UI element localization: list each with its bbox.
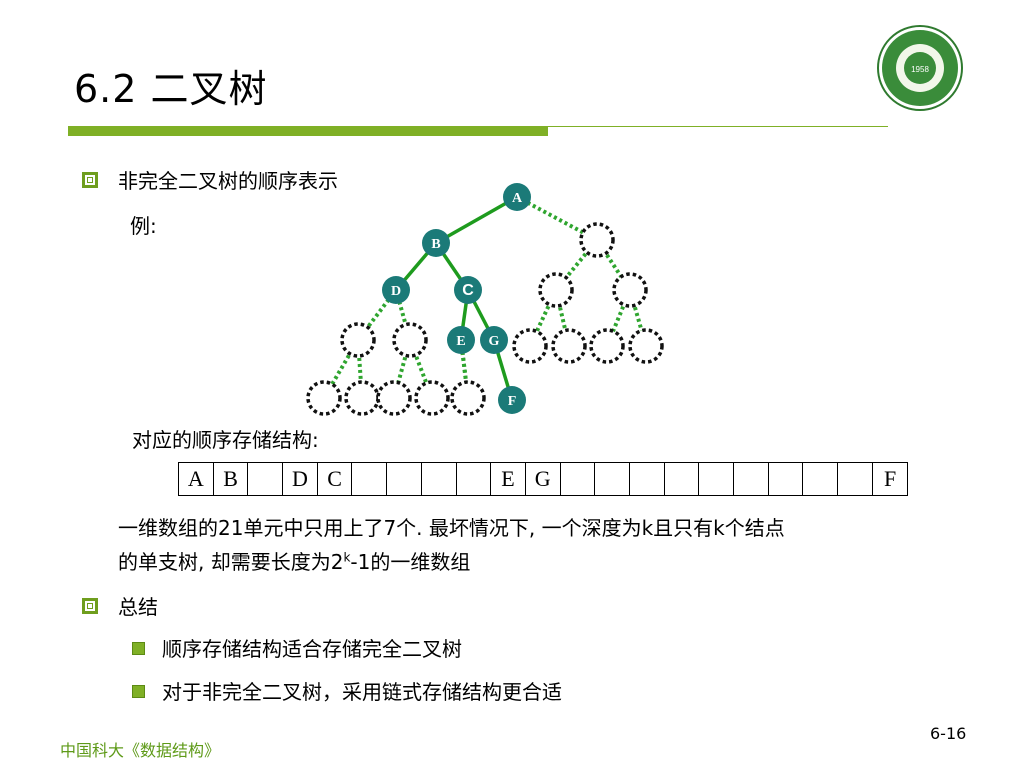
storage-cell [699,463,734,495]
tree-empty-node [306,380,342,416]
storage-cell: C [318,463,353,495]
tree-edge-virtual [408,339,434,399]
tree-empty-node [551,328,587,364]
summary-item: 顺序存储结构适合存储完全二叉树 [162,637,462,661]
tree-empty-node [589,328,625,364]
tree-node-label: C [462,282,474,299]
title-underline-thick [68,126,548,136]
sub-bullet-icon [132,642,145,655]
title-underline-thin [548,126,888,127]
storage-cell [422,463,457,495]
tree-empty-node [612,272,648,308]
storage-cell [561,463,596,495]
storage-cell [838,463,873,495]
storage-cell [248,463,284,495]
tree-node-c [454,276,482,304]
page-number: 6-16 [930,724,967,743]
bullet-icon [82,172,98,188]
description-line-2: 的单支树, 却需要长度为2k-1的一维数组 [118,550,471,574]
tree-edge-virtual [528,289,558,347]
storage-cell: B [214,463,249,495]
storage-cell: F [883,466,897,491]
tree-edge-virtual [356,288,398,342]
summary-item: 对于非完全二叉树，采用链式存储结构更合适 [162,680,562,704]
storage-cell [387,463,422,495]
tree-node-label: A [512,191,523,206]
storage-cell [769,463,804,495]
section-heading-summary: 总结 [118,595,158,619]
tree-node-label: F [508,394,517,409]
tree-node-label: D [391,284,401,299]
storage-cell [457,463,492,495]
binary-tree-diagram: A B C D E G F [306,183,664,416]
tree-empty-node [579,222,615,258]
storage-cell: E [491,463,526,495]
storage-cell: D [283,463,318,495]
example-label: 例: [130,214,157,238]
tree-empty-node [450,380,486,416]
storage-cell [595,463,630,495]
storage-cell [734,463,769,495]
tree-node-g [480,326,508,354]
tree-node-label: B [431,237,440,252]
tree-node-e [447,326,475,354]
bullet-icon [82,598,98,614]
tree-edge [435,195,518,245]
tree-empty-node [512,328,548,364]
description-line-1: 一维数组的21单元中只用上了7个. 最坏情况下, 一个深度为k且只有k个结点 [118,516,785,540]
tree-empty-node [376,380,412,416]
tree-node-label: G [489,334,500,349]
storage-cell: G [526,463,561,495]
tree-node-a [503,183,531,211]
section-heading-sequential: 非完全二叉树的顺序表示 [118,169,338,193]
tree-empty-node [340,322,376,358]
storage-cell [352,463,388,495]
tree-node-b [422,229,450,257]
storage-cell [665,463,700,495]
university-logo: 1958 [877,25,963,111]
footer-course-name: 中国科大《数据结构》 [60,741,221,760]
tree-empty-node [538,272,574,308]
tree-edge-virtual [554,238,599,292]
storage-cell [630,463,665,495]
tree-empty-node [392,322,428,358]
storage-cell [803,463,839,495]
tree-empty-node [344,380,380,416]
sub-bullet-icon [132,685,145,698]
tree-node-d [382,276,410,304]
tree-empty-node [414,380,450,416]
tree-node-f [498,386,526,414]
storage-label: 对应的顺序存储结构: [132,428,319,452]
tree-node-label: E [456,334,465,349]
page-title: 6.2 二叉树 [74,67,268,111]
logo-year: 1958 [911,65,929,74]
storage-cell: A [179,463,214,495]
tree-empty-node [628,328,664,364]
